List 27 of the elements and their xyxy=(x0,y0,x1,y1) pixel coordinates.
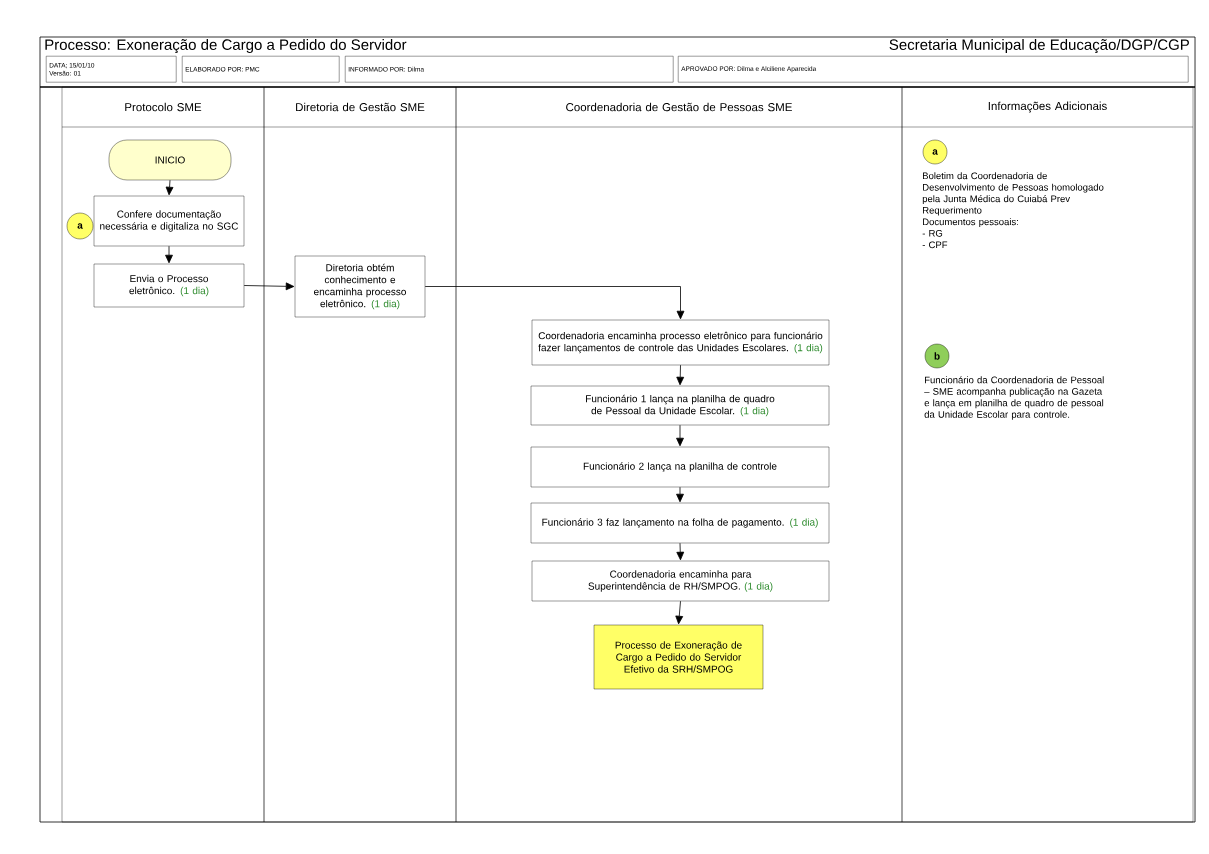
title: Processo: Exoneração de Cargo a Pedido do Servidor xyxy=(45,39,407,54)
arrow xyxy=(165,179,174,196)
process-box: Envia o Processo eletrônico. (1 dia) xyxy=(93,263,245,308)
node-label: Boletim da Coordenadoria de Desenvolvimento de Pessoas homologado pela Junta Médica do Cuiabá Prev xyxy=(922,172,1104,205)
process-box: Coordenadoria encaminha processo eletrônico para funcionário fazer lançamentos de controle das Unidades Escolares. (1 dia) xyxy=(531,319,830,366)
process-box: Coordenadoria encaminha para Superintendência de RH/SMPOG. (1 dia) xyxy=(531,560,830,602)
arrow xyxy=(676,542,685,561)
process-box: Diretoria obtém conhecimento e encaminha processo eletrônico. (1 dia) xyxy=(294,255,426,318)
arrow xyxy=(165,245,173,264)
process-box: Funcionário 2 lança na planilha de controle xyxy=(530,446,830,488)
process-box: Confere documentação necessária e digitaliza no SGC xyxy=(93,195,245,247)
node-label: Documentos pessoais: xyxy=(923,218,1018,228)
note-text: Funcionário da Coordenadoria de Pessoal – SME acompanha publicação na Gazeta e lança em planilha de quadro de pessoal da Unidade Escolar para controle. xyxy=(924,376,1104,420)
arrow xyxy=(243,282,295,291)
arrow xyxy=(676,364,685,386)
process-box: Funcionário 3 faz lançamento na folha de pagamento. (1 dia) xyxy=(530,502,830,544)
note-text: Boletim da Coordenadoria de Desenvolvimento de Pessoas homologado pela Junta Médica do Cuiabá Prev Requerimento Documentos pessoais: - RG - CPF xyxy=(922,172,1104,249)
node-label: Requerimento xyxy=(923,206,982,216)
arrow xyxy=(676,424,684,447)
arrow xyxy=(675,600,684,625)
arrow xyxy=(676,486,684,503)
start-terminal: INICIO xyxy=(108,139,232,181)
arrow xyxy=(424,286,685,320)
node-label: - RG xyxy=(922,229,943,237)
result-box: Processo de Exoneração de Cargo a Pedido do Servidor Efetivo da SRH/SMPOG xyxy=(593,624,764,690)
process-box: Funcionário 1 lança na planilha de quadro de Pessoal da Unidade Escolar. (1 dia) xyxy=(530,385,830,426)
node-label: - CPF xyxy=(922,241,948,249)
